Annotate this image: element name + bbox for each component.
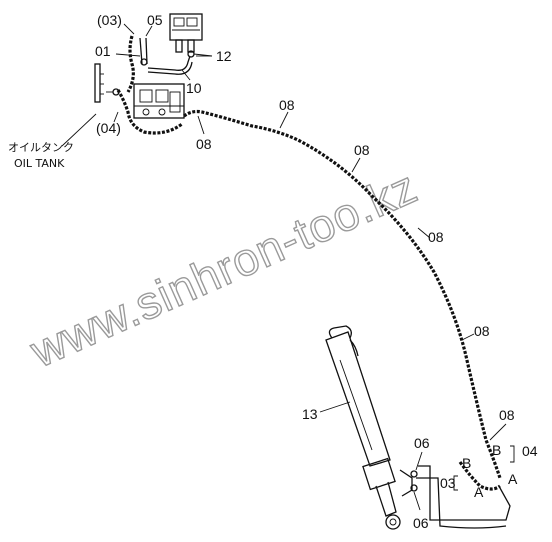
label-08-e: 08: [474, 323, 490, 339]
pipe-10: [147, 55, 191, 71]
main-valve-block: [133, 83, 185, 119]
label-03-top: (03): [97, 12, 122, 28]
label-04-paren: (04): [96, 120, 121, 136]
label-letter-a-left: A: [474, 484, 484, 500]
label-03-bottom: 03: [440, 475, 456, 491]
label-10: 10: [186, 80, 202, 96]
lower-hose-03: [458, 461, 501, 491]
hose-03: [126, 35, 135, 93]
label-04-bottom: 04: [522, 443, 538, 459]
label-letter-a-right: A: [508, 471, 518, 487]
label-06-top: 06: [414, 435, 430, 451]
fitting-06: [399, 469, 418, 497]
hydraulic-cylinder: [325, 325, 401, 530]
hose-04: [116, 89, 183, 135]
leader-lines: [61, 23, 507, 511]
label-letter-b-left: B: [462, 455, 471, 471]
lower-pipe-loop: [418, 465, 511, 521]
label-13: 13: [302, 406, 318, 422]
label-08-a: 08: [196, 136, 212, 152]
label-05: 05: [147, 12, 163, 28]
top-valve-assembly: [169, 13, 213, 58]
oil-tank-japanese: オイルタンク: [8, 141, 74, 154]
label-01: 01: [95, 43, 111, 59]
label-08-c: 08: [354, 142, 370, 158]
label-06-bottom: 06: [413, 515, 429, 531]
label-08-f: 08: [499, 407, 515, 423]
oil-tank-bracket: [94, 63, 120, 103]
label-08-b: 08: [279, 97, 295, 113]
label-12: 12: [216, 48, 232, 64]
oil-tank-english: OIL TANK: [14, 157, 65, 170]
watermark-text: www.sinhron-too.kz: [22, 160, 425, 377]
label-08-d: 08: [428, 229, 444, 245]
label-letter-b-right: B: [492, 442, 501, 458]
main-hose-08: [183, 109, 502, 479]
